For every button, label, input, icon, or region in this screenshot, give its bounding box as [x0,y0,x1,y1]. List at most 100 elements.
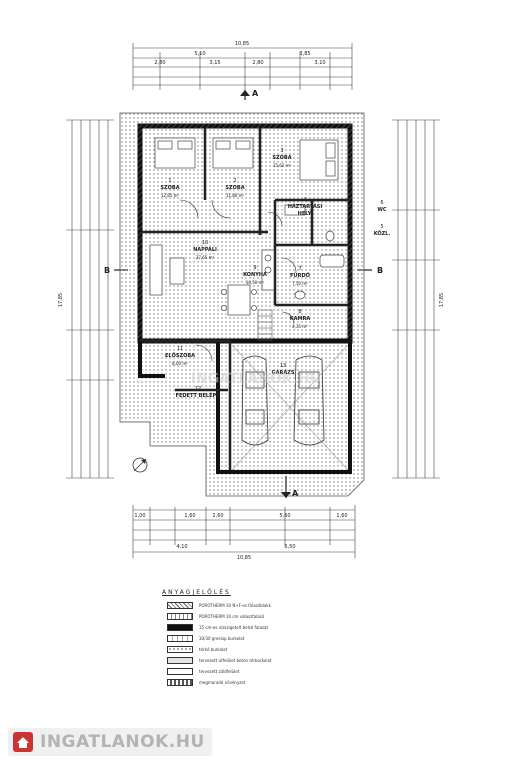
legend-label: térkő burkolat [199,647,228,652]
svg-text:4: 4 [303,197,306,203]
room-haztartasi: 4 HÁZTARTÁSI HELY. [288,197,323,217]
bed-1 [154,137,196,169]
svg-text:3: 3 [280,148,283,154]
svg-text:10,50 m²: 10,50 m² [246,280,265,285]
garage-swing [231,344,349,471]
svg-text:9: 9 [253,265,256,271]
dim-bottom-b: 1,60 [184,513,195,519]
dim-bottom-c: 2,60 [212,513,223,519]
dim-bottom-f: 4,10 [176,544,187,550]
svg-text:4,35 m²: 4,35 m² [292,324,308,329]
legend-item: POROTHERM 30 N+F-es falazóblokk [167,600,397,611]
svg-text:1: 1 [168,178,171,184]
bathroom-fixtures [284,204,345,300]
section-a-bottom: A [281,476,299,498]
svg-text:B: B [104,266,110,275]
room-wc: 6 WC [377,200,387,213]
svg-text:KONYHA: KONYHA [243,272,267,278]
svg-text:B: B [377,266,383,275]
svg-text:7: 7 [298,266,301,272]
svg-text:8,00 m²: 8,00 m² [172,361,188,366]
legend-item: megmaradó növényzet [167,677,397,688]
legend-label: POROTHERM 30 N+F-es falazóblokk [199,603,271,608]
kitchen-counter [261,249,275,291]
legend-label: tervezett zöldfelület [199,669,240,674]
svg-text:13: 13 [280,363,286,369]
legend-label: tervezett útfelület beton térburkolat [199,658,272,663]
dim-top-b: 3,85 [299,51,310,57]
dim-bottom-g: 6,50 [284,544,295,550]
dim-top-a: 5,10 [194,51,205,57]
brand-logo[interactable]: INGATLANOK.HU [8,728,212,756]
svg-text:11: 11 [177,346,183,352]
dim-left-overall: 17,85 [58,293,64,307]
dim-bottom-a: 1,00 [134,513,145,519]
room-szoba2: 2 SZOBA 11,80 m² [225,178,244,198]
stair [257,309,273,341]
legend: POROTHERM 30 N+F-es falazóblokk POROTHER… [167,600,397,688]
svg-text:12,85 m²: 12,85 m² [161,193,180,198]
north-arrow-icon [132,457,148,473]
exterior-walls [137,123,353,474]
legend-item: térkő burkolat [167,644,397,655]
svg-text:KAMRA: KAMRA [290,316,311,322]
top-dimensions [132,43,353,90]
legend-item: tervezett zöldfelület [167,666,397,677]
room-garazs: 13 GARÁZS [272,363,295,376]
section-a-top: A [240,89,259,100]
svg-text:WC: WC [377,207,387,213]
svg-text:HELY.: HELY. [298,211,313,217]
legend-swatch [167,635,193,642]
room-kozl: 5 KÖZL. [374,224,391,237]
legend-label: megmaradó növényzet [199,680,246,685]
svg-text:15,62 m²: 15,62 m² [273,163,292,168]
brand-text: INGATLANOK.HU [40,732,205,752]
svg-text:8: 8 [298,309,301,315]
sofa [149,244,185,296]
legend-item: tervezett útfelület beton térburkolat [167,655,397,666]
dim-top-d: 3,15 [209,60,220,66]
svg-text:NAPPALI: NAPPALI [193,247,217,253]
legend-swatch [167,613,193,620]
right-dimensions [392,119,440,479]
legend-item: 30/30 greslap burkolat [167,633,397,644]
room-fedett-belepo: 12 FEDETT BELÉPŐ [176,386,221,399]
dim-top-c: 2,80 [154,60,165,66]
legend-swatch [167,602,193,609]
legend-item: 15 cm-es vízszigetelt belső falazat [167,622,397,633]
room-eloszoba: 11 ELŐSZOBA 8,00 m² [165,346,195,366]
svg-text:2: 2 [233,178,236,184]
legend-swatch [167,624,193,631]
watermark: INGATLANOK.HU [191,371,321,387]
svg-text:27,65 m²: 27,65 m² [196,255,215,260]
svg-text:FEDETT BELÉPŐ: FEDETT BELÉPŐ [176,391,221,399]
legend-title: ANYAGJELÖLÉS [162,589,231,596]
bed-3 [299,139,339,181]
svg-text:HÁZTARTÁSI: HÁZTARTÁSI [288,203,323,210]
legend-item: POROTHERM 10 cm válaszfalazó [167,611,397,622]
house-logo-icon [13,732,33,752]
svg-text:SZOBA: SZOBA [225,185,244,191]
legend-label: POROTHERM 10 cm válaszfalazó [199,614,265,619]
legend-swatch [167,646,193,653]
svg-text:GARÁZS: GARÁZS [272,369,295,376]
svg-text:11,80 m²: 11,80 m² [226,193,245,198]
svg-text:10: 10 [202,240,208,246]
bed-2 [212,137,254,169]
dim-top-f: 3,10 [314,60,325,66]
room-szoba1: 1 SZOBA 12,85 m² [160,178,179,198]
bottom-dimensions [132,505,356,558]
svg-text:5: 5 [380,224,383,230]
dim-top-e: 2,80 [252,60,263,66]
legend-label: 15 cm-es vízszigetelt belső falazat [199,625,269,630]
legend-label: 30/30 greslap burkolat [199,636,245,641]
svg-text:A: A [292,489,299,498]
svg-text:ELŐSZOBA: ELŐSZOBA [165,352,195,359]
dining-table [221,284,257,316]
dim-bottom-d: 5,60 [279,513,290,519]
legend-swatch [167,679,193,686]
svg-text:7,50 m²: 7,50 m² [292,281,308,286]
room-konyha: 9 KONYHA 10,50 m² [243,265,267,285]
svg-text:12: 12 [195,386,201,392]
